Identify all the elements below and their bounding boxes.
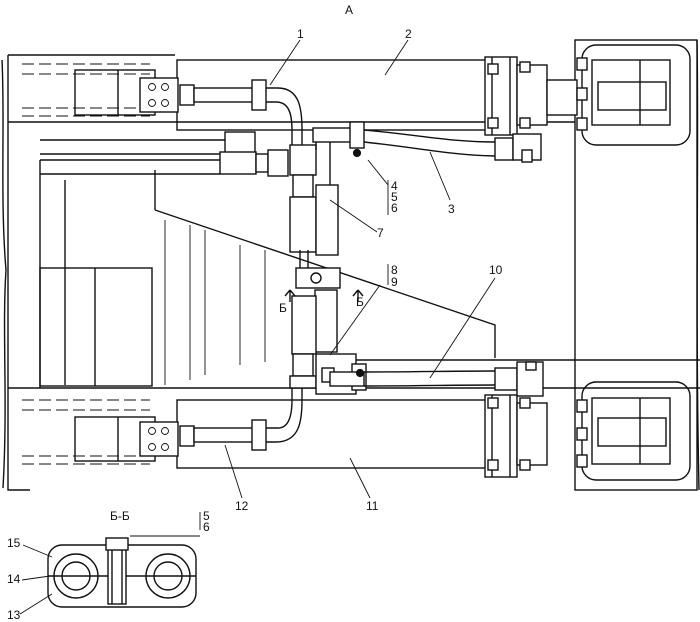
section-label: Б-Б: [110, 509, 130, 523]
frame-outline: [1, 39, 700, 491]
callout-14: 14: [7, 572, 21, 586]
view-label: А: [345, 3, 353, 17]
callout-2: 2: [405, 27, 412, 41]
section-mark-left: Б: [279, 301, 287, 315]
hydraulic-cylinder-bottom: [176, 394, 548, 478]
callout-3: 3: [448, 202, 455, 216]
callout-1: 1: [297, 27, 304, 41]
hose-10: [329, 361, 544, 397]
left-arm-bottom: [22, 399, 179, 465]
callout-8: 8: [391, 263, 398, 277]
hose-12: [179, 385, 303, 451]
section-bb-clamp: [47, 537, 197, 608]
callout-5-section: 5: [203, 509, 210, 523]
section-mark-right: Б: [356, 295, 364, 309]
callout-15: 15: [7, 536, 21, 550]
callout-6: 6: [391, 201, 398, 215]
callout-13: 13: [7, 608, 21, 622]
callout-7: 7: [377, 226, 384, 240]
steering-knuckle-bottom: [576, 381, 691, 481]
hose-3: [312, 121, 542, 163]
section-cut-marks: [284, 289, 364, 302]
callout-12: 12: [235, 499, 249, 513]
callout-4: 4: [391, 179, 398, 193]
callout-6-section: 6: [203, 520, 210, 534]
callout-9: 9: [391, 275, 398, 289]
hydraulic-cylinder-top: [176, 56, 578, 136]
left-arm-top: [22, 63, 179, 117]
central-valve-block: [289, 140, 367, 395]
hose-1: [179, 79, 303, 150]
leader-lines: [19, 39, 496, 615]
callout-11: 11: [366, 499, 379, 513]
steering-knuckle-top: [576, 44, 691, 146]
callout-5: 5: [391, 190, 398, 204]
callout-10: 10: [489, 263, 503, 277]
long-hose-left: [40, 131, 289, 177]
